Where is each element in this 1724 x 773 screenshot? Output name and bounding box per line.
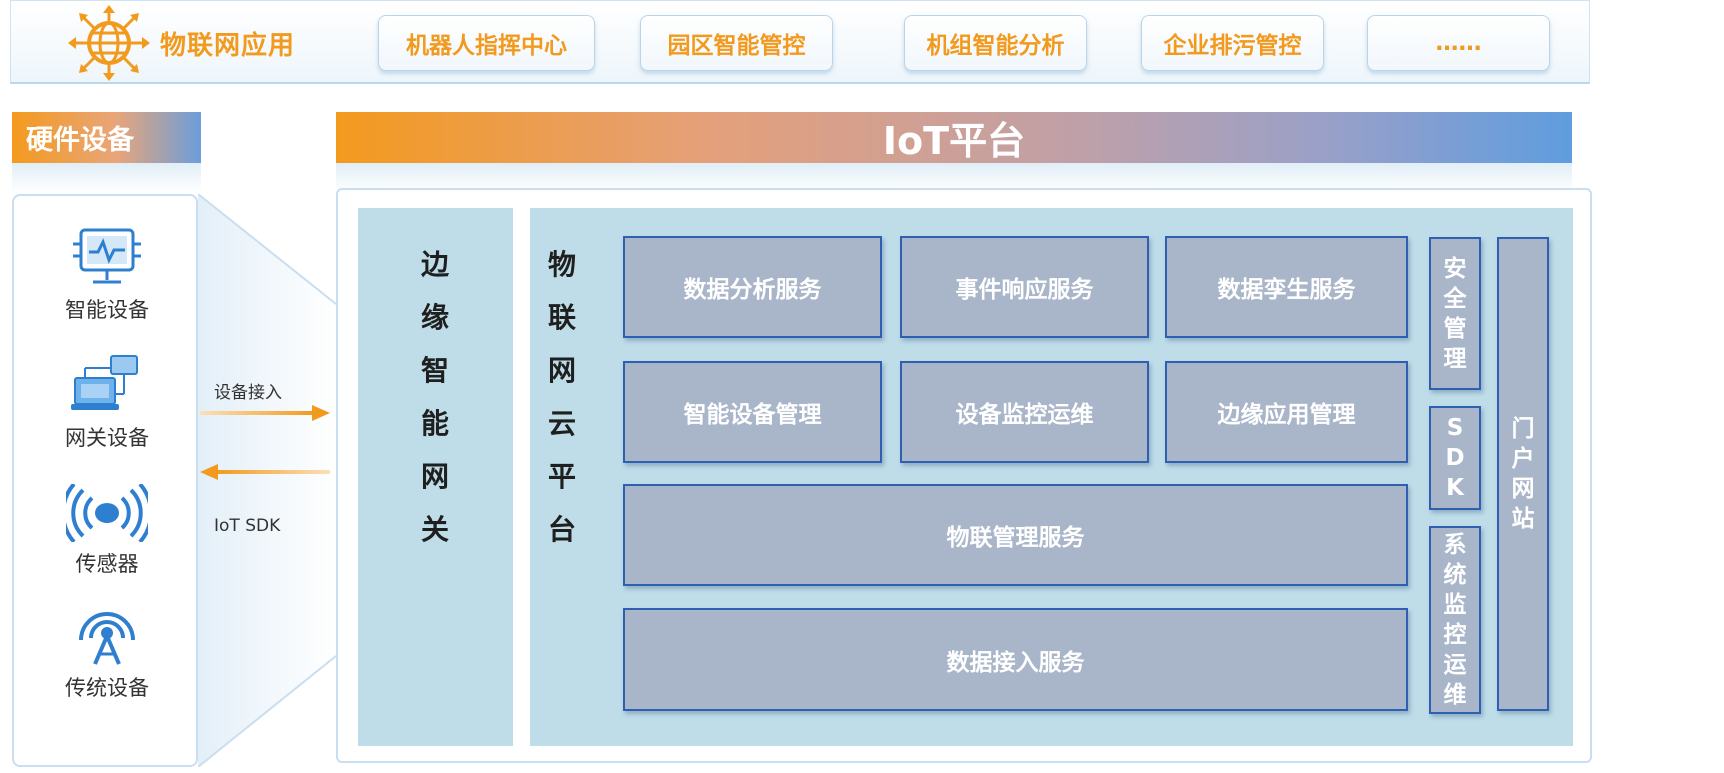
cloud-platform-text: 物联网云平台 bbox=[547, 248, 576, 546]
gateway-computers-icon bbox=[71, 355, 138, 410]
app-park-smart-control[interactable]: 园区智能管控 bbox=[640, 15, 833, 71]
side-system-monitoring[interactable]: 系统监控运维 bbox=[1429, 526, 1481, 714]
monitor-chart-icon bbox=[73, 228, 141, 284]
app-robot-command-center[interactable]: 机器人指挥中心 bbox=[378, 15, 595, 71]
device-label: 网关设备 bbox=[65, 426, 149, 450]
side-portal[interactable]: 门户网站 bbox=[1497, 237, 1549, 711]
service-digital-twin[interactable]: 数据孪生服务 bbox=[1165, 236, 1408, 338]
brand: 物联网应用 bbox=[66, 5, 295, 81]
device-access-label: 设备接入 bbox=[214, 383, 282, 403]
service-data-analysis[interactable]: 数据分析服务 bbox=[623, 236, 882, 338]
connector-band bbox=[198, 194, 336, 767]
service-edge-app-management[interactable]: 边缘应用管理 bbox=[1165, 361, 1408, 463]
hardware-header-shadow bbox=[12, 163, 201, 193]
device-traditional: 传统设备 bbox=[14, 606, 200, 702]
device-smart: 智能设备 bbox=[14, 226, 200, 324]
arrow-left-icon bbox=[200, 464, 330, 480]
service-device-management[interactable]: 智能设备管理 bbox=[623, 361, 882, 463]
app-bar-title: 物联网应用 bbox=[160, 30, 296, 61]
app-emission-control[interactable]: 企业排污管控 bbox=[1141, 15, 1324, 71]
service-device-monitoring[interactable]: 设备监控运维 bbox=[900, 361, 1149, 463]
edge-gateway-column: 边缘智能网关 bbox=[358, 208, 513, 746]
device-label: 智能设备 bbox=[65, 298, 149, 322]
service-iot-management[interactable]: 物联管理服务 bbox=[623, 484, 1408, 586]
app-unit-smart-analysis[interactable]: 机组智能分析 bbox=[904, 15, 1087, 71]
side-security-management[interactable]: 安全管理 bbox=[1429, 237, 1481, 390]
iot-platform-header: IoT平台 bbox=[336, 112, 1572, 163]
device-label: 传感器 bbox=[75, 552, 139, 576]
service-event-response[interactable]: 事件响应服务 bbox=[900, 236, 1149, 338]
device-label: 传统设备 bbox=[65, 676, 149, 700]
hardware-panel: 智能设备 网关设备 传感器 bbox=[12, 194, 198, 767]
hardware-header: 硬件设备 bbox=[12, 112, 201, 163]
device-sensor: 传感器 bbox=[14, 484, 200, 578]
edge-gateway-text: 边缘智能网关 bbox=[420, 248, 449, 546]
iot-sdk-label: IoT SDK bbox=[214, 516, 281, 536]
arrow-right-icon bbox=[200, 405, 330, 421]
device-gateway: 网关设备 bbox=[14, 354, 200, 452]
antenna-tower-icon bbox=[79, 612, 135, 665]
app-bar: 物联网应用 机器人指挥中心 园区智能管控 机组智能分析 企业排污管控 …… bbox=[10, 0, 1590, 84]
app-more[interactable]: …… bbox=[1367, 15, 1550, 71]
service-data-access[interactable]: 数据接入服务 bbox=[623, 608, 1408, 711]
globe-with-arrows-icon bbox=[68, 5, 150, 81]
sensor-signal-icon bbox=[66, 484, 148, 542]
